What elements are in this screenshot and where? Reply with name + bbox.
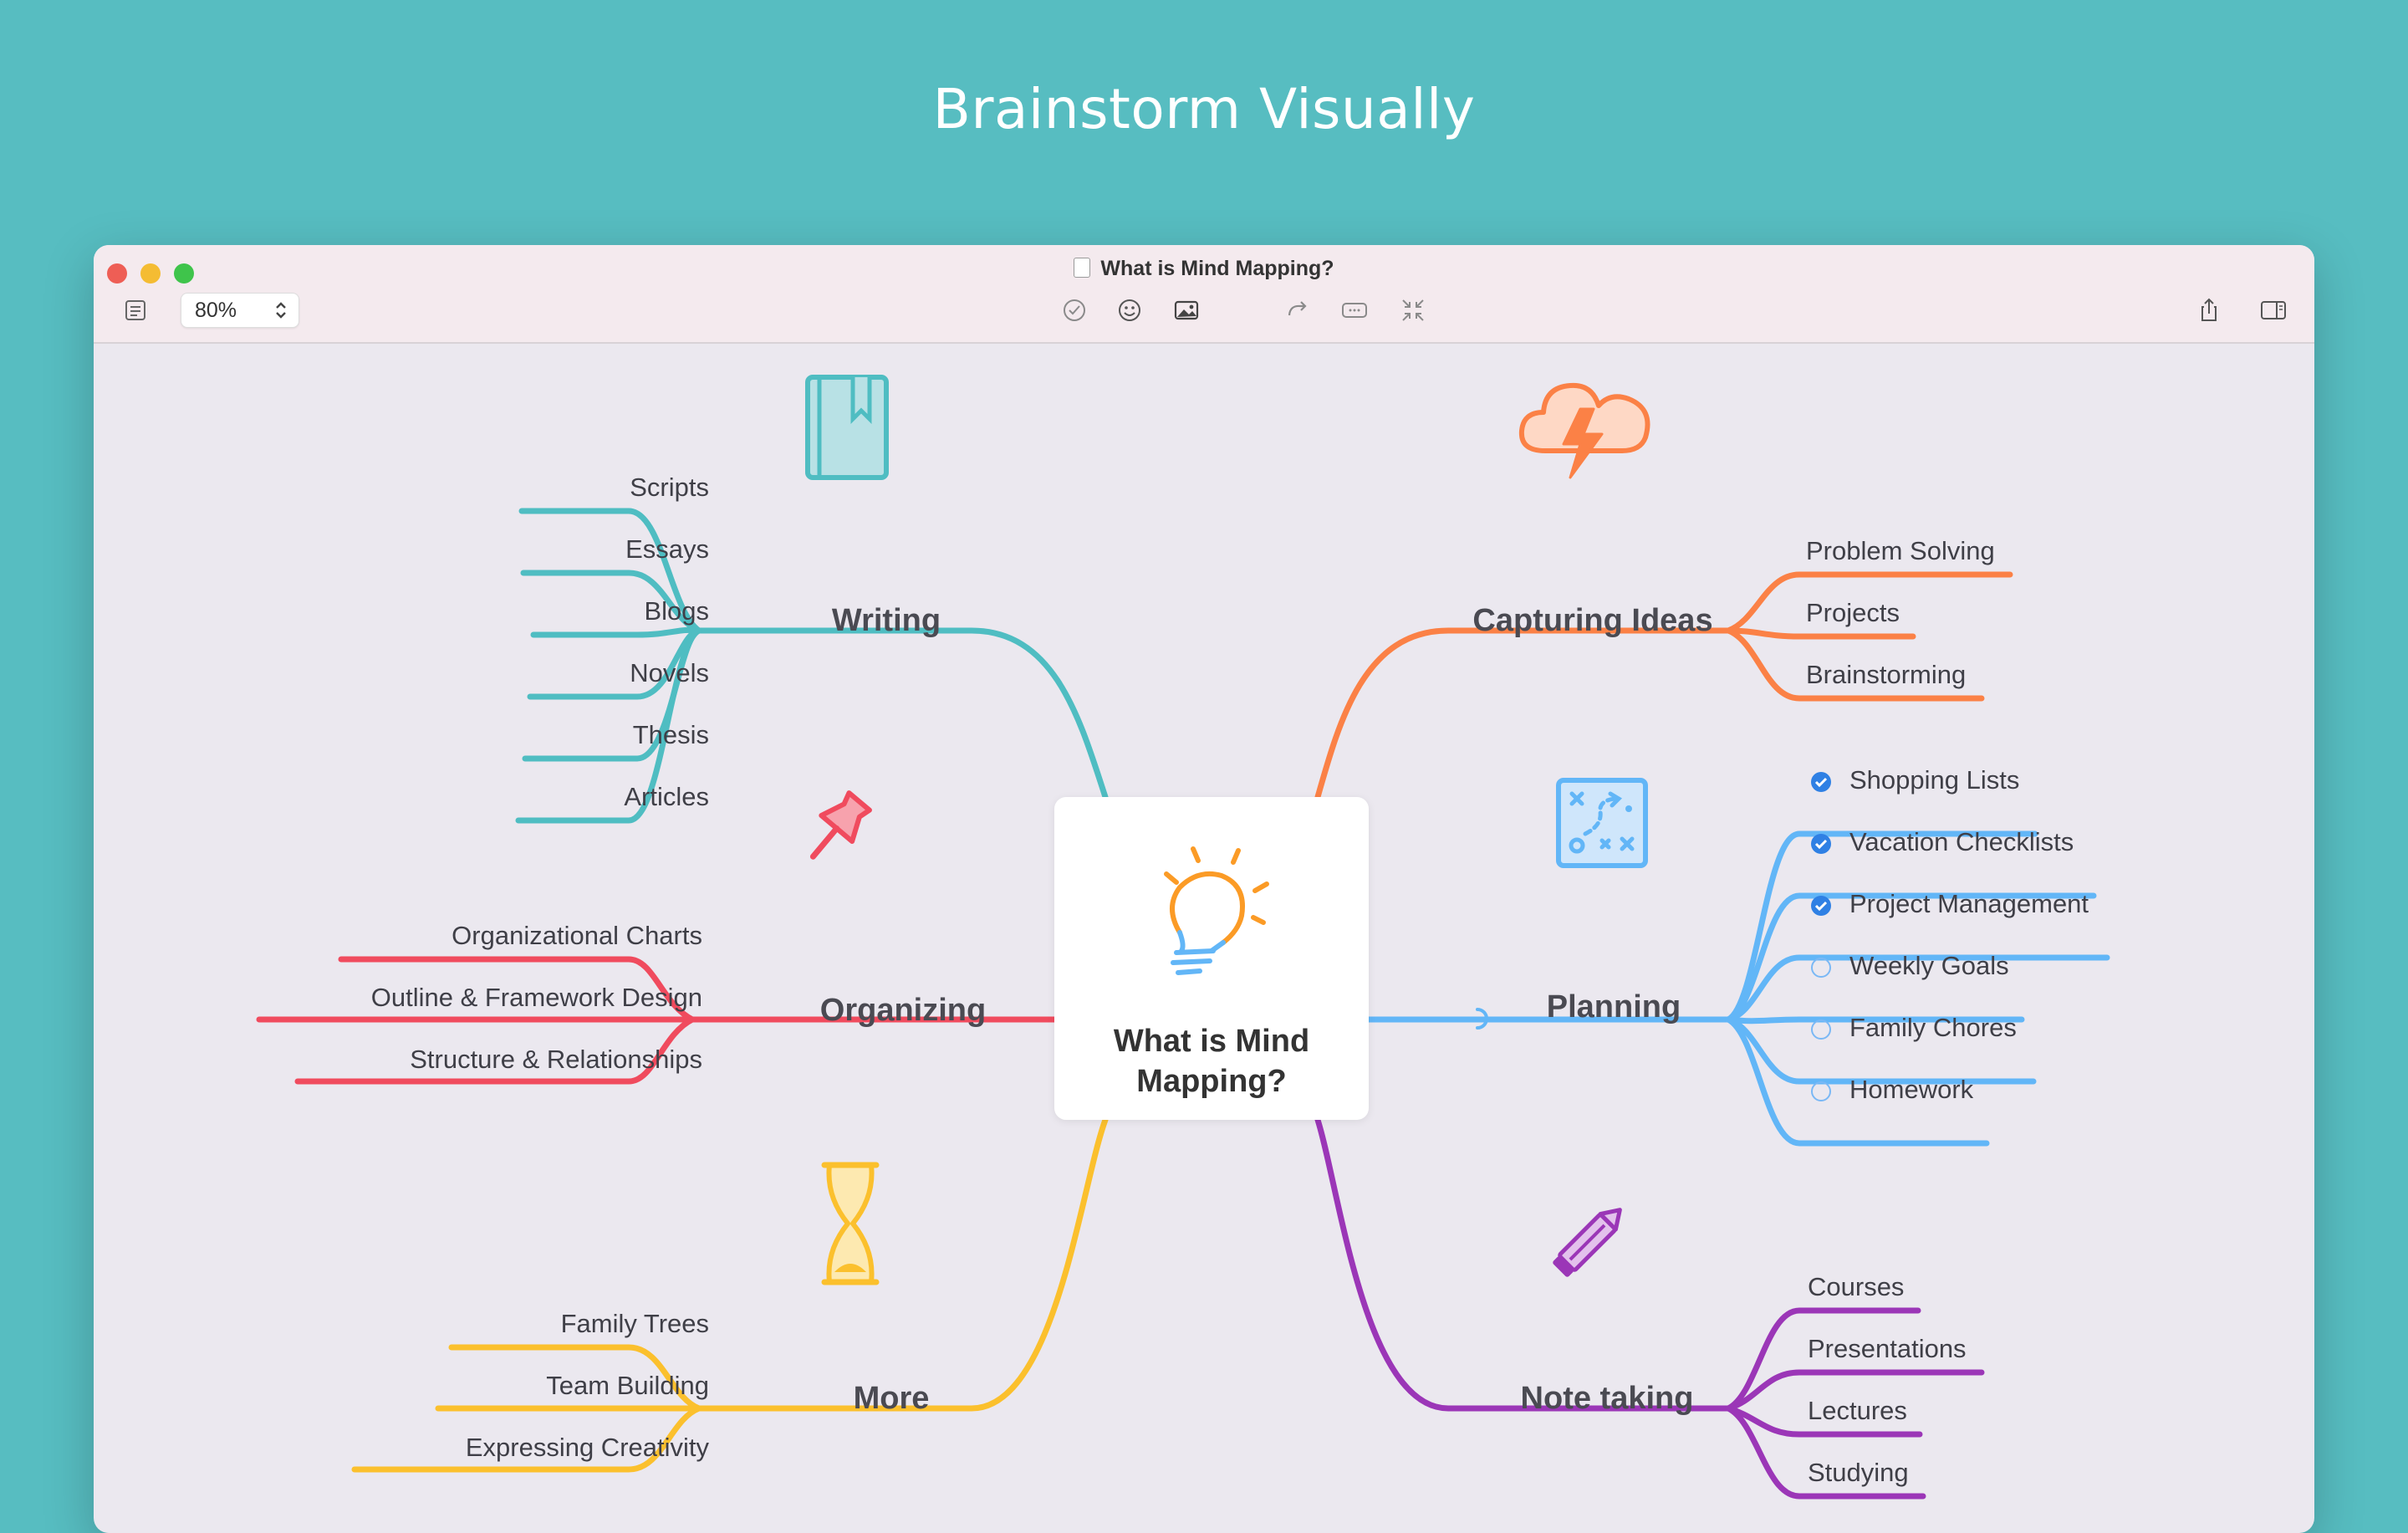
progress-ring-icon (1476, 1008, 1488, 1030)
hero-title: Brainstorm Visually (932, 77, 1476, 141)
outline-icon[interactable] (120, 295, 150, 325)
organizing-item[interactable]: Organizational Charts (452, 921, 702, 950)
planning-connectors (1365, 830, 2110, 1147)
up-down-chevron-icon (276, 302, 286, 319)
more-item[interactable]: Family Trees (560, 1309, 709, 1338)
checkbox-unchecked[interactable] (1811, 1019, 1831, 1040)
writing-connectors (515, 508, 1109, 824)
planning-item[interactable]: Vacation Checklists (1849, 827, 2074, 856)
topic-organizing[interactable]: Organizing (819, 993, 987, 1028)
storm-cloud-icon (1518, 382, 1650, 479)
planning-item[interactable]: Homework (1849, 1075, 1974, 1104)
planning-item[interactable]: Project Management (1849, 889, 2089, 918)
capturing-connectors (1314, 571, 2013, 800)
checkmark-icon (1814, 777, 1828, 788)
topic-capturing-ideas[interactable]: Capturing Ideas (1472, 603, 1713, 638)
more-item[interactable]: Team Building (546, 1371, 709, 1400)
titlebar: What is Mind Mapping? 80% (94, 245, 2314, 344)
emoji-icon[interactable] (1115, 295, 1145, 325)
more-connectors (351, 1117, 1109, 1473)
minimize-window-button[interactable] (140, 263, 161, 284)
focus-icon[interactable] (1398, 295, 1428, 325)
document-icon (1074, 258, 1091, 278)
planning-item[interactable]: Weekly Goals (1849, 951, 2009, 980)
writing-item[interactable]: Articles (624, 782, 709, 811)
pushpin-icon (809, 790, 872, 860)
checkmark-icon (1814, 901, 1828, 912)
notes-item[interactable]: Lectures (1808, 1396, 1907, 1425)
writing-item[interactable]: Scripts (630, 473, 709, 502)
book-icon (805, 375, 889, 480)
zoom-stepper[interactable]: 80% (181, 293, 299, 328)
share-icon[interactable] (2194, 295, 2224, 325)
document-title-text: What is Mind Mapping? (1100, 257, 1334, 280)
more-item[interactable]: Expressing Creativity (465, 1433, 709, 1462)
capturing-item[interactable]: Projects (1806, 598, 1900, 627)
checkbox-checked[interactable] (1811, 772, 1831, 792)
planning-item[interactable]: Shopping Lists (1849, 765, 2020, 795)
notes-item[interactable]: Studying (1808, 1458, 1909, 1487)
topic-more[interactable]: More (853, 1381, 930, 1416)
notes-item[interactable]: Presentations (1808, 1334, 1967, 1363)
planning-item[interactable]: Family Chores (1849, 1013, 2017, 1042)
capturing-item[interactable]: Problem Solving (1806, 536, 1995, 565)
document-title: What is Mind Mapping? (94, 257, 2314, 281)
label-icon[interactable] (1339, 295, 1370, 325)
checkbox-checked[interactable] (1811, 896, 1831, 916)
checkbox-unchecked[interactable] (1811, 958, 1831, 978)
writing-item[interactable]: Thesis (632, 720, 709, 749)
organizing-item[interactable]: Structure & Relationships (410, 1045, 702, 1074)
capturing-item[interactable]: Brainstorming (1806, 660, 1967, 689)
topic-writing[interactable]: Writing (831, 603, 941, 638)
sidebar-icon[interactable] (2258, 295, 2288, 325)
zoom-window-button[interactable] (174, 263, 194, 284)
checkmark-icon (1814, 839, 1828, 850)
pencil-icon (1553, 1208, 1622, 1277)
task-icon[interactable] (1059, 295, 1089, 325)
topic-planning[interactable]: Planning (1546, 989, 1681, 1025)
checkbox-unchecked[interactable] (1811, 1081, 1831, 1101)
close-window-button[interactable] (107, 263, 127, 284)
strategy-board-icon (1556, 778, 1648, 868)
organizing-item[interactable]: Outline & Framework Design (370, 983, 702, 1012)
writing-item[interactable]: Blogs (644, 596, 709, 626)
hourglass-icon (821, 1162, 880, 1285)
image-icon[interactable] (1171, 295, 1201, 325)
notes-connectors (1314, 1117, 1985, 1500)
notes-item[interactable]: Courses (1808, 1272, 1905, 1301)
checkbox-checked[interactable] (1811, 834, 1831, 854)
redo-icon[interactable] (1282, 295, 1312, 325)
connector-lines (256, 508, 2110, 1500)
zoom-value: 80% (195, 299, 237, 322)
writing-item[interactable]: Essays (625, 534, 709, 564)
app-window: What is Mind Mapping? 80% (94, 245, 2314, 1533)
organizing-connectors (256, 956, 1058, 1085)
writing-item[interactable]: Novels (630, 658, 709, 687)
topic-note-taking[interactable]: Note taking (1520, 1381, 1694, 1416)
lightbulb-icon (1164, 846, 1269, 975)
